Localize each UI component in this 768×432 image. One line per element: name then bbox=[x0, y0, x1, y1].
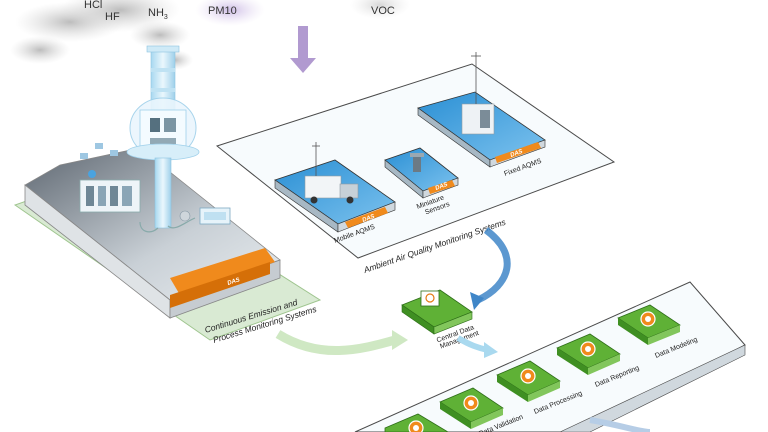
analyzer-box bbox=[179, 207, 231, 225]
mini-das-label: DAS bbox=[435, 182, 449, 192]
cems-to-central-arrow bbox=[275, 330, 408, 355]
data-module-reporting bbox=[556, 333, 621, 375]
data-module-modeling bbox=[617, 304, 681, 345]
gas-label-pm10: PM10 bbox=[208, 5, 237, 17]
gas-label-hf: HF bbox=[105, 11, 120, 23]
fixed-das-label: DAS bbox=[510, 149, 524, 159]
data-module-validation bbox=[439, 387, 504, 429]
central-to-data-arrow bbox=[456, 335, 498, 358]
data-module-partial bbox=[384, 413, 449, 432]
mobile-das-label: DAS bbox=[362, 214, 376, 224]
cems-das-label: DAS bbox=[227, 277, 241, 287]
gas-label-voc: VOC bbox=[371, 5, 395, 17]
gas-label-nh3: NH3 bbox=[148, 7, 168, 21]
gas-label-hcl: HCl bbox=[84, 0, 102, 11]
miniature-sensors: DAS bbox=[384, 147, 459, 199]
fixed-aqms: DAS bbox=[417, 52, 546, 168]
chimney bbox=[126, 45, 200, 233]
data-module-processing bbox=[496, 360, 561, 402]
down-arrow-icon bbox=[290, 26, 316, 73]
mobile-aqms: DAS bbox=[274, 142, 396, 233]
central-data-management bbox=[401, 289, 473, 335]
sensor-icons bbox=[80, 143, 118, 178]
aqms-to-central-arrow bbox=[470, 227, 511, 310]
cems-shelter bbox=[79, 179, 141, 213]
smoke-cloud bbox=[10, 0, 410, 70]
